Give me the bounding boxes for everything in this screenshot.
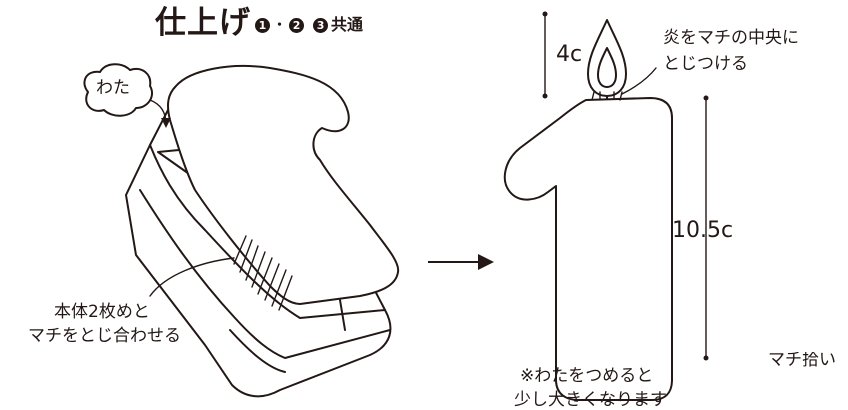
stitch-lines <box>233 235 293 311</box>
cotton-note-line-2: 少し大きくなります <box>514 390 667 410</box>
step-number-3: 3 <box>313 17 329 33</box>
step-number-2: 2 <box>289 17 305 33</box>
sew-note-leader <box>149 257 235 297</box>
flame-note-line-2: とじつける <box>663 54 748 74</box>
page-title: 仕上げ <box>155 5 251 41</box>
cotton-callout <box>83 63 171 128</box>
flame-note-line-1: 炎をマチの中央に <box>663 28 799 48</box>
gusset-band <box>149 144 386 319</box>
flame-height-label: 4c <box>556 42 583 67</box>
sew-note-line-2: マチをとじ合わせる <box>28 326 181 346</box>
candle-body-number-one <box>503 97 673 401</box>
flame-inner <box>597 47 617 88</box>
body-height-dimension <box>703 95 709 361</box>
transition-arrow <box>428 254 494 270</box>
gusset-lower-line <box>229 299 346 373</box>
gusset-top-stitch <box>591 91 623 101</box>
cotton-bubble <box>83 63 154 117</box>
finished-candle-illustration <box>503 11 709 401</box>
front-body-panel <box>167 65 400 305</box>
step-number-1: 1 <box>255 17 270 33</box>
cotton-note-line-1: ※わたをつめると <box>520 366 654 386</box>
cut-off-text: マチ拾い <box>768 352 836 369</box>
gusset-inner-edge <box>139 189 391 359</box>
sew-note-line-1: 本体2枚めと <box>54 302 150 322</box>
body-height-label: 10.5c <box>672 218 734 243</box>
common-label: 共通 <box>331 15 364 34</box>
step-separator: ・ <box>273 17 287 33</box>
flame-note-leader <box>621 67 657 95</box>
step-indicator: 1 ・ 2 3 共通 <box>255 17 363 33</box>
flame-height-dimension <box>542 11 548 99</box>
sewn-body-illustration <box>125 65 400 398</box>
cotton-arrowhead <box>161 118 171 128</box>
flame-outer <box>587 19 627 97</box>
cotton-label: わた <box>96 78 130 98</box>
